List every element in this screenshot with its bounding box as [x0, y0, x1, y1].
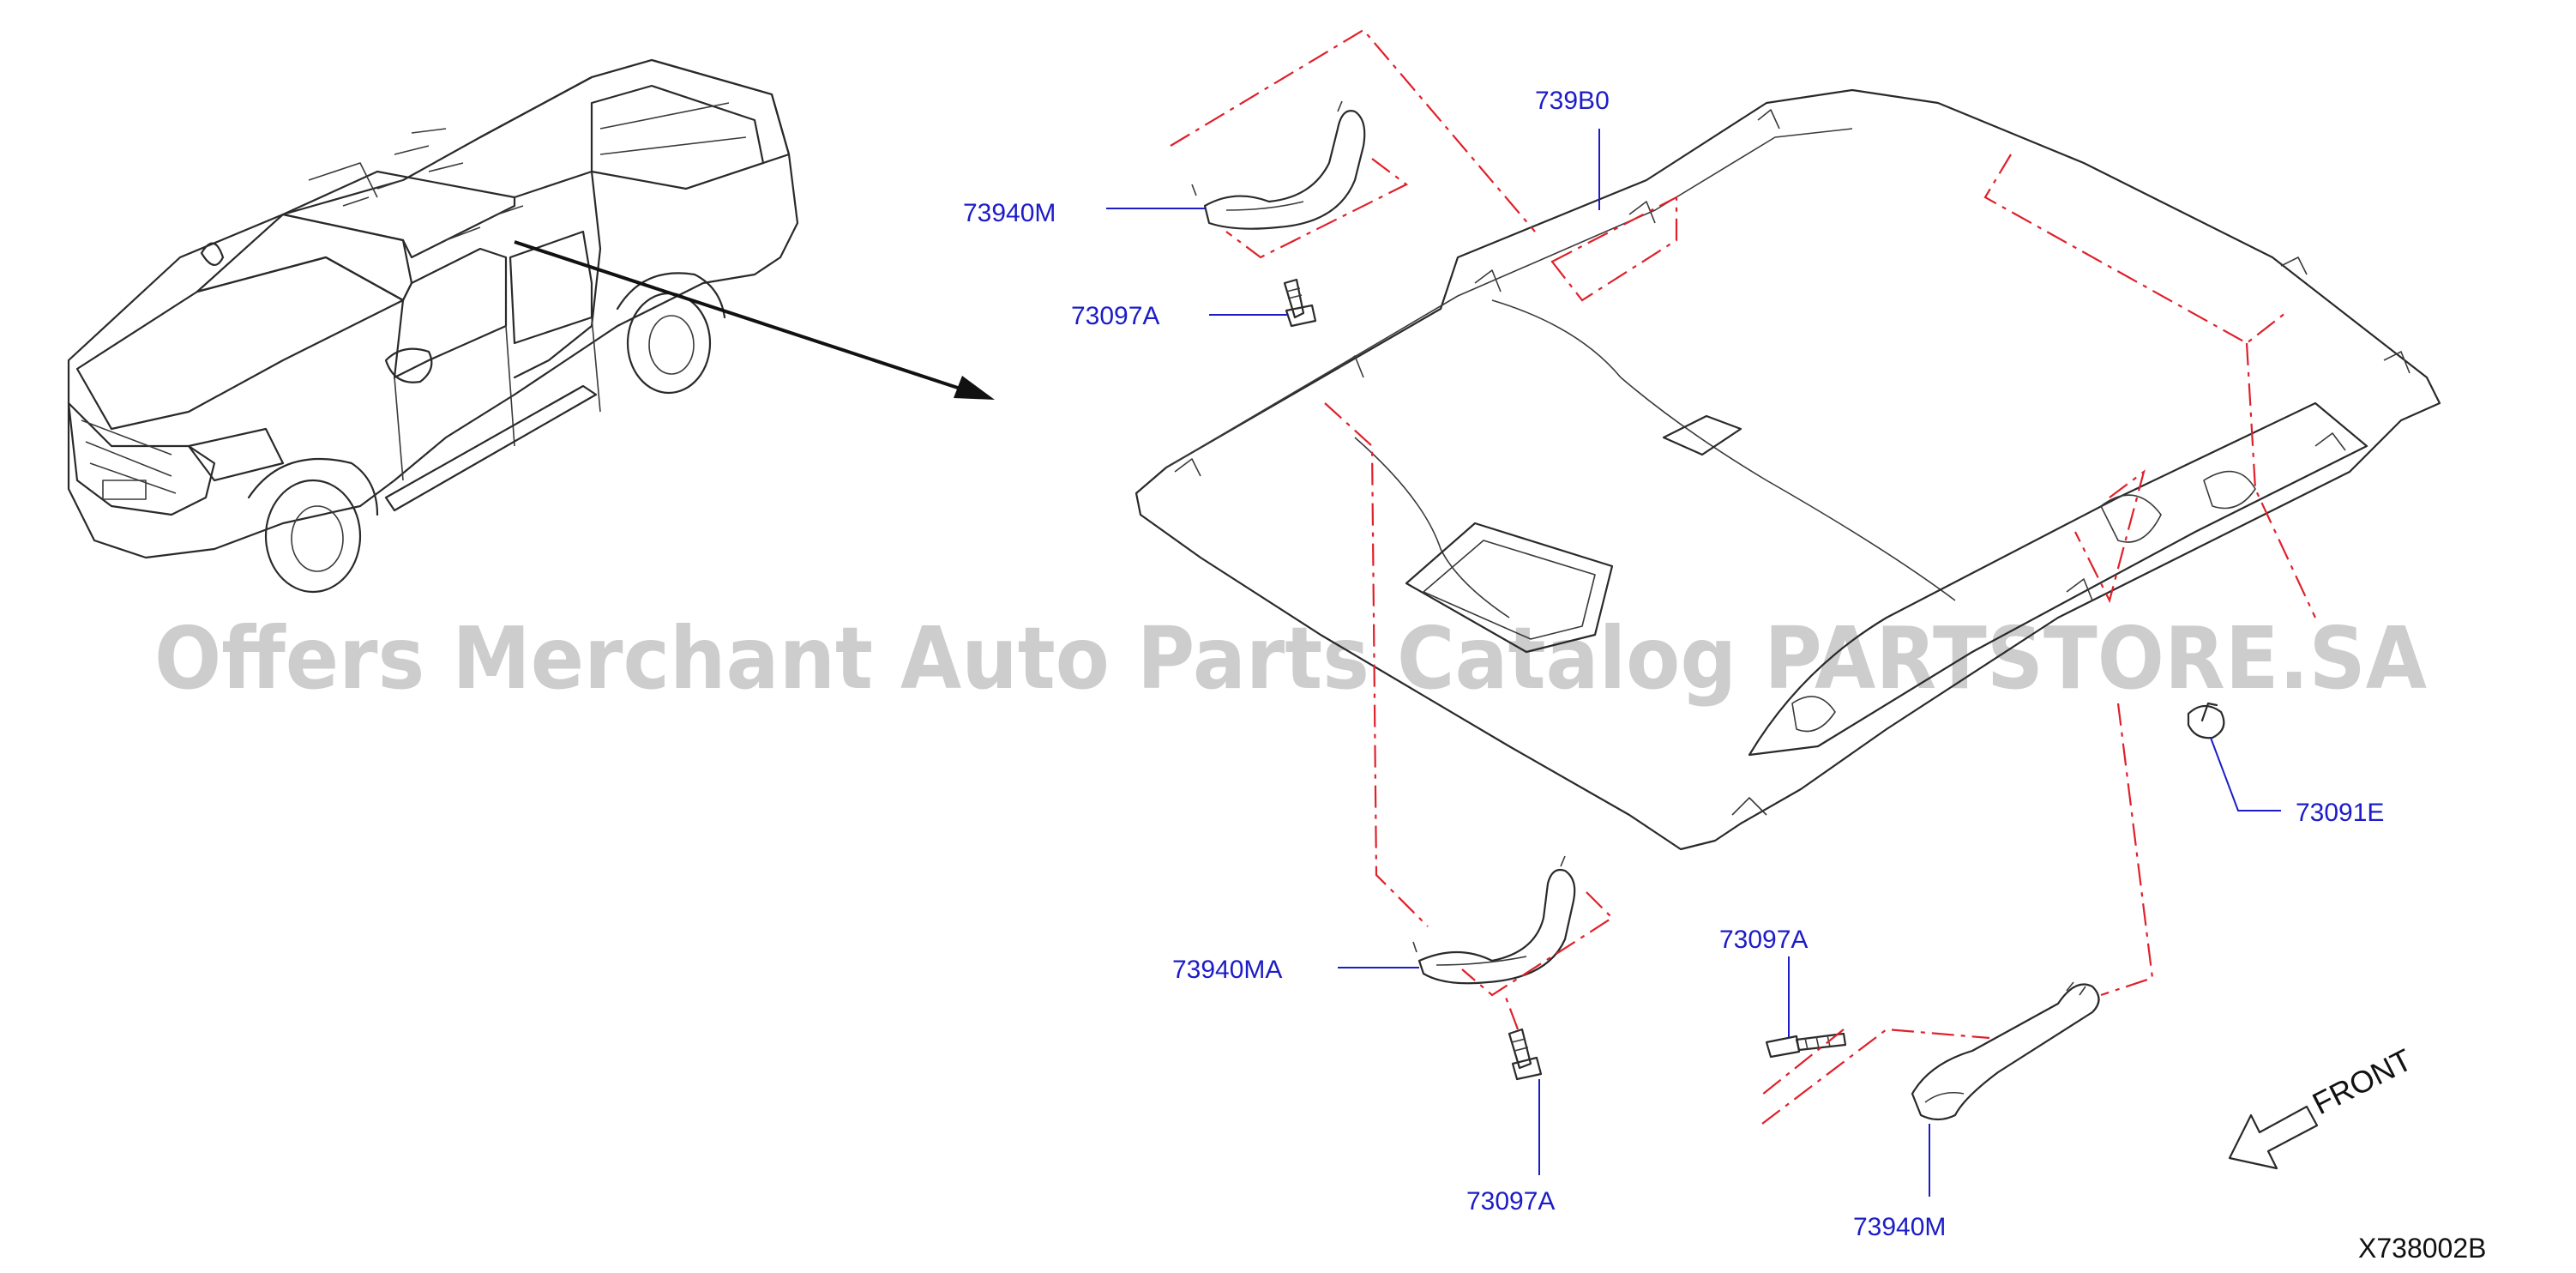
diagram-id: X738002B: [2358, 1233, 2486, 1264]
label-assist-grip-lower-right: 73940M: [1853, 1213, 1946, 1241]
label-assist-grip-upper: 73940M: [963, 199, 1056, 227]
watermark-text: Offers Merchant Auto Parts Catalog PARTS…: [154, 608, 2427, 709]
clip-drawing: [2187, 702, 2225, 739]
assist-grip-upper-drawing: [1191, 100, 1366, 230]
assist-grip-lower-left-drawing: [1412, 855, 1576, 985]
front-direction-indicator: FRONT: [2228, 1041, 2417, 1170]
assist-grip-lower-right-drawing: [1911, 981, 2100, 1121]
front-label: FRONT: [2307, 1041, 2417, 1121]
front-arrow-icon: [2228, 1105, 2319, 1170]
guide-front-grip-left: [1324, 402, 1614, 997]
leader-73091E: [2210, 737, 2281, 811]
pointer-arrow: [514, 240, 995, 400]
screw-upper-drawing: [1283, 278, 1317, 328]
guide-screw-lower-left: [1503, 994, 1520, 1030]
label-screw-lower-left: 73097A: [1466, 1187, 1555, 1216]
assembly-guide-lines: [1170, 28, 2316, 1125]
screw-lower-right-drawing: [1765, 1032, 1847, 1059]
headlining-part: [1135, 88, 2441, 851]
label-clip: 73091E: [2296, 799, 2384, 827]
label-assist-grip-left: 73940MA: [1172, 956, 1282, 984]
guide-rear-grip-right: [1757, 342, 2316, 1125]
label-screw-lower-right: 73097A: [1719, 926, 1808, 954]
label-headlining: 739B0: [1535, 87, 1610, 115]
part-labels: 739B0 73940M 73097A 73091E 73940MA 73097…: [963, 87, 2384, 1241]
vehicle-illustration: [67, 58, 799, 594]
guide-upper-grip-to-roof: [1170, 28, 1678, 302]
label-screw-upper: 73097A: [1071, 302, 1159, 330]
leader-lines: [1106, 129, 2281, 1197]
screw-lower-left-drawing: [1508, 1028, 1543, 1081]
guide-rear-roof-window: [1983, 154, 2286, 345]
